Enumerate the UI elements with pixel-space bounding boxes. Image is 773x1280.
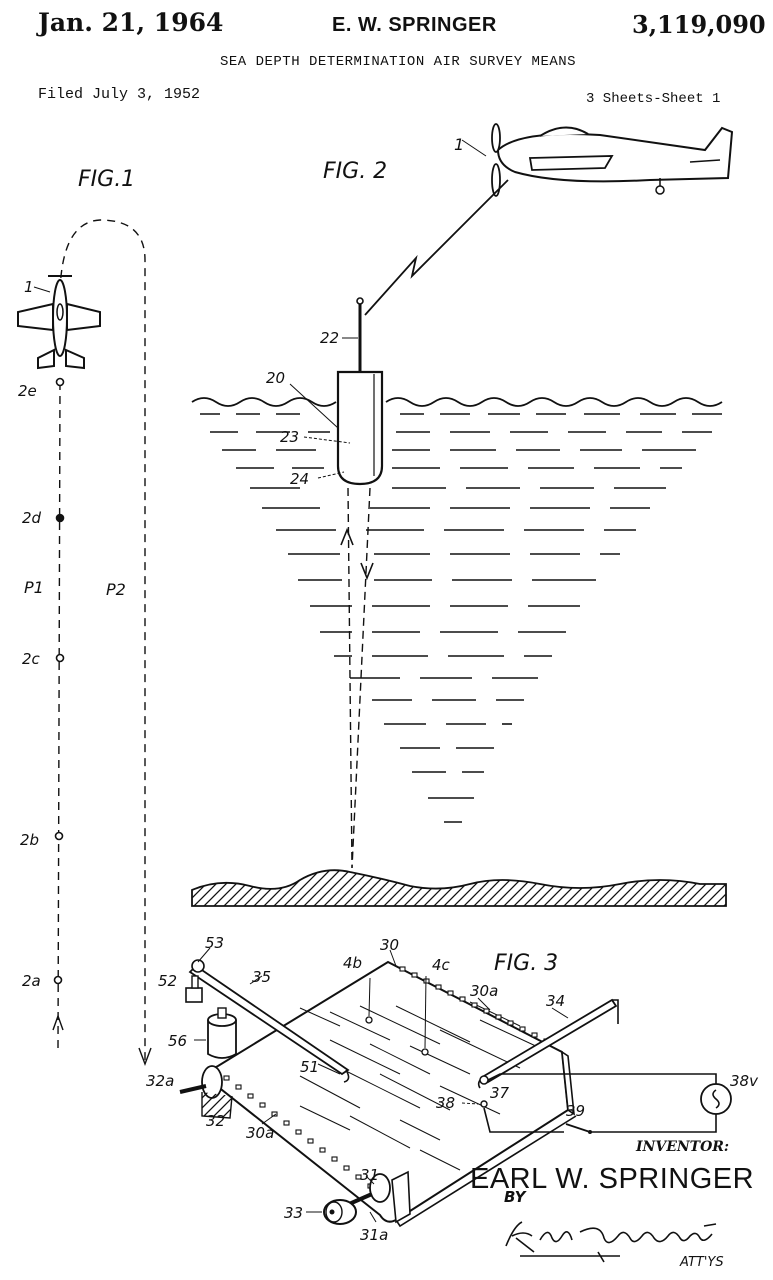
drop-point-2d: [55, 513, 65, 523]
patent-number: 3,119,090: [632, 10, 766, 39]
patent-date: Jan. 21, 1964: [38, 8, 224, 37]
fig1-ref-2b: 2b: [20, 831, 39, 849]
circuit-wire-bottom: [483, 1107, 564, 1133]
fig2-ref-22: 22: [320, 329, 339, 347]
fig1-label: FIG.1: [78, 167, 135, 192]
fig2-label: FIG. 2: [323, 159, 387, 184]
fig3-ref-30: 30: [380, 936, 399, 954]
sound-path-down: [351, 487, 371, 869]
fig3-ref-30a-top: 30a: [470, 982, 498, 1000]
drive-motor-56: [207, 1007, 237, 1059]
sheet-count: 3 Sheets-Sheet 1: [586, 91, 721, 107]
flight-path-p1: [57, 381, 61, 1049]
flight-path-p2: [59, 219, 146, 1062]
fig3-ref-32: 32: [206, 1112, 225, 1130]
fig3-ref-30a-bottom: 30a: [246, 1124, 274, 1142]
drive-roller-32: [179, 1065, 233, 1119]
fig1-ref-2d: 2d: [22, 509, 42, 527]
chart-mark-4b: [365, 1016, 373, 1024]
sea-bed: [191, 869, 727, 907]
fig3-ref-38: 38: [436, 1094, 455, 1112]
fig3-ref-51: 51: [300, 1058, 319, 1076]
circuit-wire-right: [590, 1114, 717, 1133]
fig1-ref-2c: 2c: [22, 650, 41, 668]
sound-path-up: [347, 487, 353, 869]
fig1-ref-p2: P2: [106, 580, 126, 599]
fig1-ref-2a: 2a: [22, 972, 41, 990]
radio-link: [364, 179, 509, 316]
fig3-ref-38v: 38v: [730, 1072, 759, 1090]
circuit-wire-top: [487, 1073, 717, 1084]
arrow-up-icon: [340, 527, 354, 546]
fig3-drawing: FIG. 3: [146, 934, 759, 1244]
fig2-drawing: FIG. 2 1 22: [191, 123, 734, 907]
pivot-52: [185, 975, 203, 1003]
sea-water-shading: [200, 413, 722, 823]
contact-37: [479, 1075, 489, 1085]
by-label: BY: [504, 1188, 526, 1206]
chart-trace-lines: [299, 1001, 541, 1171]
fig1-ref-2e: 2e: [18, 382, 37, 400]
sonar-buoy: [336, 370, 384, 486]
arrow-down-icon: [360, 562, 374, 581]
feed-knob-33: [323, 1199, 357, 1225]
filed-date: Filed July 3, 1952: [38, 86, 201, 103]
patent-title: SEA DEPTH DETERMINATION AIR SURVEY MEANS: [220, 54, 577, 70]
fig3-ref-31: 31: [360, 1166, 379, 1184]
drop-point-2a: [53, 975, 63, 985]
fig3-ref-52: 52: [158, 972, 177, 990]
drop-point-2e: [55, 377, 65, 387]
fig3-ref-31a: 31a: [360, 1226, 388, 1244]
chart-mark-4c: [421, 1048, 429, 1056]
header-inventor: E. W. SPRINGER: [332, 14, 497, 36]
arrow-up-icon: [52, 1013, 64, 1031]
fig1-drawing: FIG.1 1 2e 2d 2c: [17, 167, 152, 1066]
fig3-ref-35: 35: [252, 968, 271, 986]
fig2-ref-23: 23: [280, 428, 299, 446]
attorney-signature: [505, 1221, 717, 1263]
fig3-ref-4b: 4b: [343, 954, 362, 972]
fig3-ref-33: 33: [284, 1204, 303, 1222]
airplane-side-view: [491, 123, 734, 197]
fig2-ref-24: 24: [290, 470, 309, 488]
fig3-ref-4c: 4c: [432, 956, 451, 974]
fig3-ref-34: 34: [546, 992, 565, 1010]
fig3-ref-53: 53: [205, 934, 224, 952]
fig3-ref-56: 56: [168, 1032, 187, 1050]
inventor-label: INVENTOR:: [636, 1139, 730, 1155]
sea-surface: [191, 397, 723, 407]
contact-38: [480, 1100, 488, 1108]
stylus-arm-35: [188, 964, 350, 1076]
fig2-ref-20: 20: [266, 369, 285, 387]
fig2-ref-1: 1: [454, 135, 464, 154]
fig1-ref-p1: P1: [24, 578, 44, 597]
drop-point-2c: [55, 653, 65, 663]
supply-roller-31: [339, 1173, 391, 1210]
arrow-down-icon: [138, 1047, 152, 1066]
fig3-label: FIG. 3: [494, 951, 558, 976]
airplane-top-view: [17, 275, 101, 370]
inventor-full-name: EARL W. SPRINGER: [470, 1163, 755, 1195]
fig3-ref-37: 37: [490, 1084, 510, 1102]
attorneys-label: ATT'YS: [680, 1255, 724, 1270]
fig1-ref-1: 1: [24, 278, 34, 296]
fig3-ref-39: 39: [566, 1102, 585, 1120]
fig3-ref-32a: 32a: [146, 1072, 174, 1090]
switch-39: [565, 1123, 591, 1133]
drop-point-2b: [54, 831, 64, 841]
